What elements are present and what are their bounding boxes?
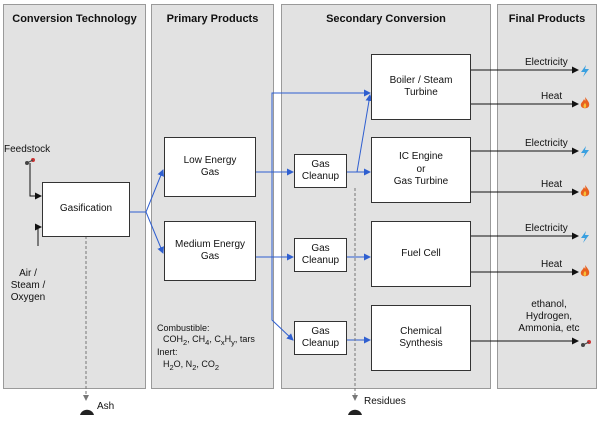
flame-icon (580, 185, 590, 203)
inert-heading: Inert: (157, 347, 178, 358)
feedstock-label: Feedstock (4, 144, 51, 155)
gas-cleanup-box-2: Gas Cleanup (294, 238, 347, 272)
electricity-label-3: Electricity (525, 223, 568, 234)
flame-icon (580, 265, 590, 283)
residue-pile-icon (348, 402, 362, 420)
residues-label: Residues (364, 396, 406, 407)
column-title: Conversion Technology (12, 13, 137, 25)
heat-label-2: Heat (541, 179, 563, 190)
ash-pile-icon (80, 402, 94, 420)
lightning-icon (580, 145, 590, 163)
column-title: Primary Products (166, 13, 259, 25)
medium-energy-gas-box: Medium Energy Gas (164, 221, 256, 281)
combustible-heading: Combustible: (157, 323, 210, 333)
column-final-products: Final Products (497, 4, 597, 389)
gas-cleanup-box-1: Gas Cleanup (294, 154, 347, 188)
gas-cleanup-box-3: Gas Cleanup (294, 321, 347, 355)
boiler-steam-turbine-box: Boiler / Steam Turbine (371, 54, 471, 120)
ic-engine-gas-turbine-box: IC Engine or Gas Turbine (371, 137, 471, 203)
electricity-label-1: Electricity (525, 57, 568, 68)
column-title: Secondary Conversion (326, 13, 446, 25)
molecule-icon (24, 154, 36, 172)
chemicals-label: ethanol, Hydrogen, Ammonia, etc (518, 299, 580, 334)
flame-icon (580, 97, 590, 115)
heat-label-3: Heat (541, 259, 563, 270)
fuel-cell-box: Fuel Cell (371, 221, 471, 287)
molecule-icon (580, 336, 592, 354)
heat-label-1: Heat (541, 91, 563, 102)
gasification-box: Gasification (42, 182, 130, 237)
low-energy-gas-box: Low Energy Gas (164, 137, 256, 197)
combustible-items: COH2, CH4, CxHy, tars (163, 334, 255, 348)
chemical-synthesis-box: Chemical Synthesis (371, 305, 471, 371)
lightning-icon (580, 230, 590, 248)
inert-items: H2O, N2, CO2 (163, 358, 220, 372)
lightning-icon (580, 64, 590, 82)
air-steam-oxygen-label: Air / Steam / Oxygen (10, 268, 46, 303)
electricity-label-2: Electricity (525, 138, 568, 149)
composition-note: Combustible: COH2, CH4, CxHy, tars Inert… (157, 323, 277, 372)
column-title: Final Products (508, 13, 586, 25)
ash-label: Ash (97, 401, 115, 412)
